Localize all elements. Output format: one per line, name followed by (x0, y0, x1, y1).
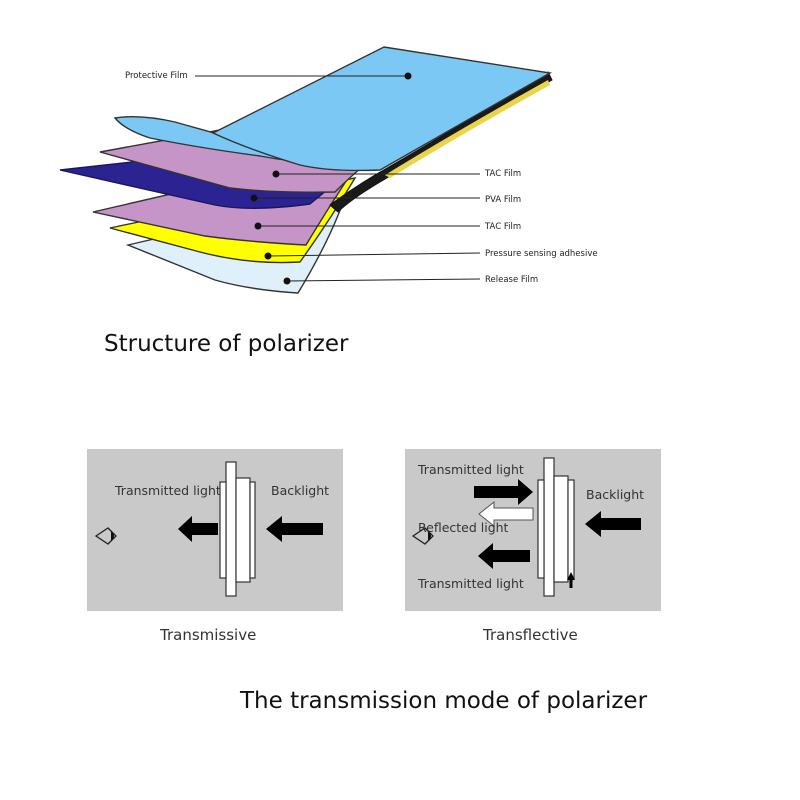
transflective-transmitted-label-top: Transmitted light (417, 462, 524, 477)
transflective-backlight-arrow (585, 511, 641, 537)
layer-callouts (195, 72, 481, 285)
transflective-transmitted-arrow-bottom (478, 543, 530, 569)
transmissive-caption: Transmissive (160, 626, 257, 644)
transflective-panel-plate (553, 475, 569, 583)
transflective-reflected-label: Reflected light (418, 520, 509, 535)
transflective-front-plate (537, 479, 545, 579)
layer-labels: Protective Film TAC Film PVA Film TAC Fi… (125, 71, 598, 285)
callout-dot-release (283, 277, 291, 285)
transmissive-backlight-label: Backlight (271, 483, 329, 498)
callout-dot-tac-lower (254, 222, 262, 230)
callout-dot-tac-upper (272, 170, 280, 178)
transflective-panel: Transmitted light Reflected light Transm… (405, 449, 661, 611)
transmissive-panel: Transmitted light Backlight (87, 449, 343, 611)
transmissive-front-plate (219, 481, 227, 579)
transmissive-panel-plate (235, 477, 251, 583)
label-tac-film-lower: TAC Film (484, 222, 521, 232)
protective-film-layer (211, 46, 553, 172)
label-release-film: Release Film (485, 275, 538, 285)
transmissive-backlight-arrow (266, 516, 323, 542)
label-tac-film-upper: TAC Film (484, 169, 521, 179)
transmissive-back-plate (249, 481, 256, 579)
callout-line-adhesive (267, 252, 481, 257)
callout-dot-protective (404, 72, 412, 80)
slab-edge-yellow (385, 80, 550, 178)
transmissive-eye-icon (94, 527, 117, 545)
callout-line-release (286, 278, 481, 282)
transmissive-polarizer-plate (225, 461, 237, 597)
transflective-backlight-label: Backlight (586, 487, 644, 502)
label-adhesive: Pressure sensing adhesive (485, 249, 598, 259)
transflective-eye-icon (411, 527, 434, 545)
structure-title: Structure of polarizer (104, 331, 349, 357)
transflective-caption: Transflective (483, 626, 578, 644)
transflective-reflected-arrow (478, 500, 534, 528)
label-pva-film: PVA Film (485, 195, 521, 205)
transflective-polarizer-plate (543, 457, 555, 597)
transmissive-transmitted-arrow (178, 516, 218, 542)
layer-stack (59, 46, 553, 294)
transflective-back-plate (567, 479, 575, 579)
modes-title: The transmission mode of polarizer (240, 688, 648, 714)
transflective-transmitted-arrow-top (474, 479, 533, 505)
transmissive-transmitted-label: Transmitted light (114, 483, 221, 498)
transflective-small-up-arrow (567, 572, 575, 588)
callout-dot-pva (250, 194, 258, 202)
transflective-transmitted-label-bottom: Transmitted light (417, 576, 524, 591)
callout-dot-adhesive (264, 252, 272, 260)
label-protective-film: Protective Film (125, 71, 188, 81)
